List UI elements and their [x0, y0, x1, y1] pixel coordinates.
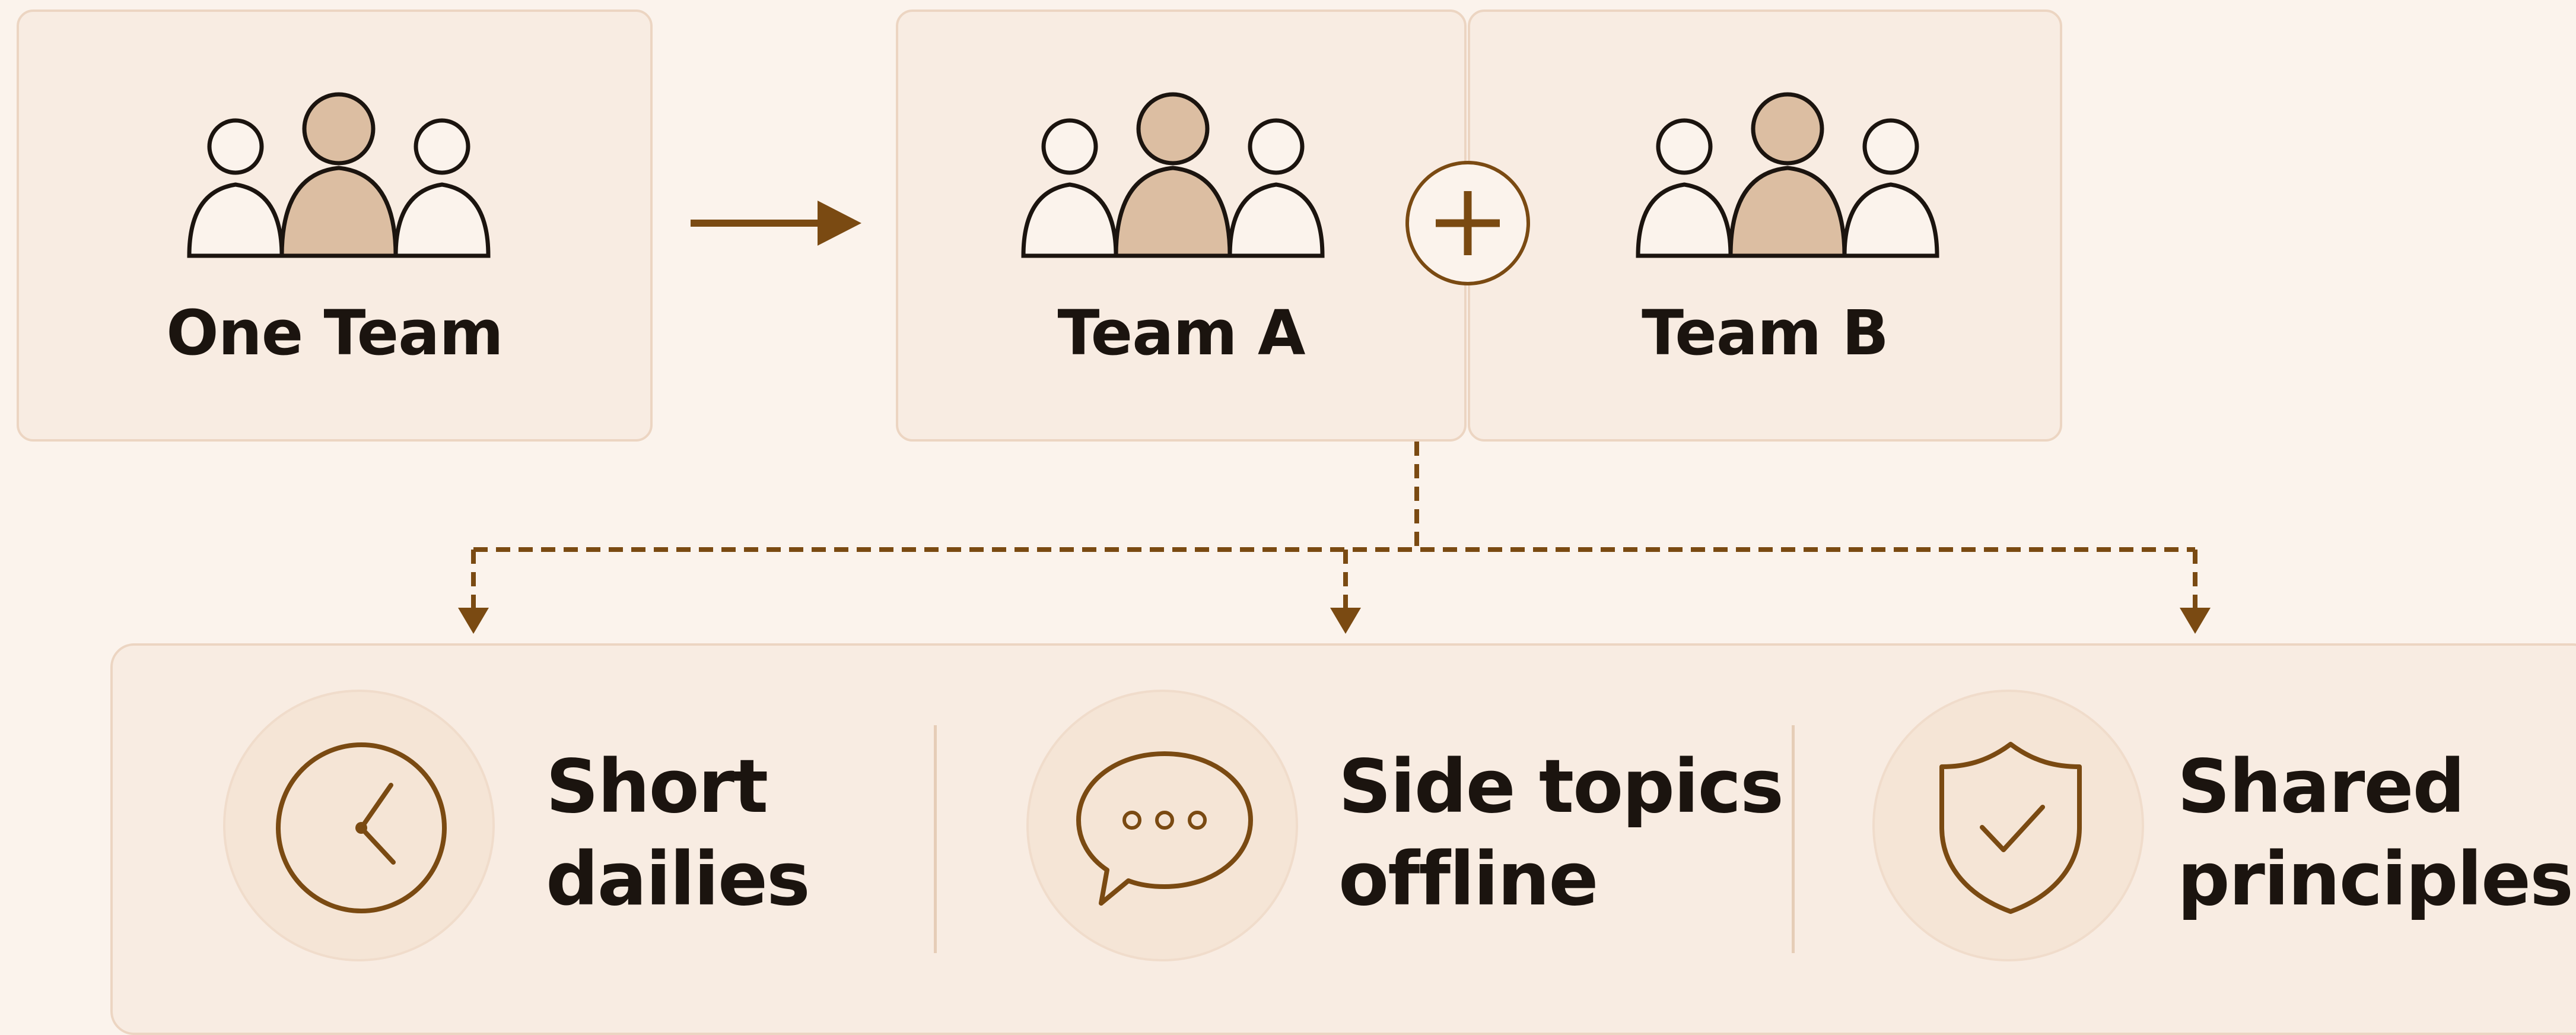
benefit-label: Short dailies — [546, 741, 810, 926]
dashed-connectors — [458, 442, 2211, 634]
benefit-icon-circle — [1026, 690, 1298, 961]
shield-check-icon — [1939, 742, 2082, 914]
benefit-label-line1: Short — [546, 744, 768, 830]
benefit-label-line2: principles — [2177, 837, 2574, 922]
divider — [934, 725, 937, 953]
team-label: Team B — [1642, 297, 1889, 369]
benefit-icon-circle — [1872, 690, 2144, 961]
benefit-label-line1: Side topics — [1338, 744, 1784, 830]
arrow-down-icon — [2180, 608, 2211, 634]
team-icon — [1021, 92, 1325, 258]
benefit-label: Shared principles — [2177, 741, 2574, 926]
benefits-panel: Short dailies Side topics offline Shared… — [110, 643, 2576, 1035]
arrow-down-icon — [458, 608, 489, 634]
team-label: Team A — [1057, 297, 1306, 369]
clock-icon — [276, 742, 447, 913]
plus-icon — [1405, 161, 1530, 285]
benefit-label: Side topics offline — [1338, 741, 1784, 926]
card-one-team: One Team — [17, 9, 653, 442]
benefit-label-line1: Shared — [2177, 744, 2465, 830]
team-icon — [1636, 92, 1939, 258]
arrow-right-icon — [691, 201, 861, 246]
benefit-label-line2: dailies — [546, 837, 810, 922]
benefit-label-line2: offline — [1338, 837, 1598, 922]
divider — [1792, 725, 1795, 953]
team-icon — [187, 92, 491, 258]
team-label: One Team — [166, 297, 503, 369]
arrow-down-icon — [1330, 608, 1361, 634]
card-team-b: Team B — [1468, 9, 2062, 442]
speech-bubble-icon — [1076, 751, 1253, 906]
benefit-icon-circle — [223, 690, 495, 961]
card-team-a: Team A — [896, 9, 1467, 442]
